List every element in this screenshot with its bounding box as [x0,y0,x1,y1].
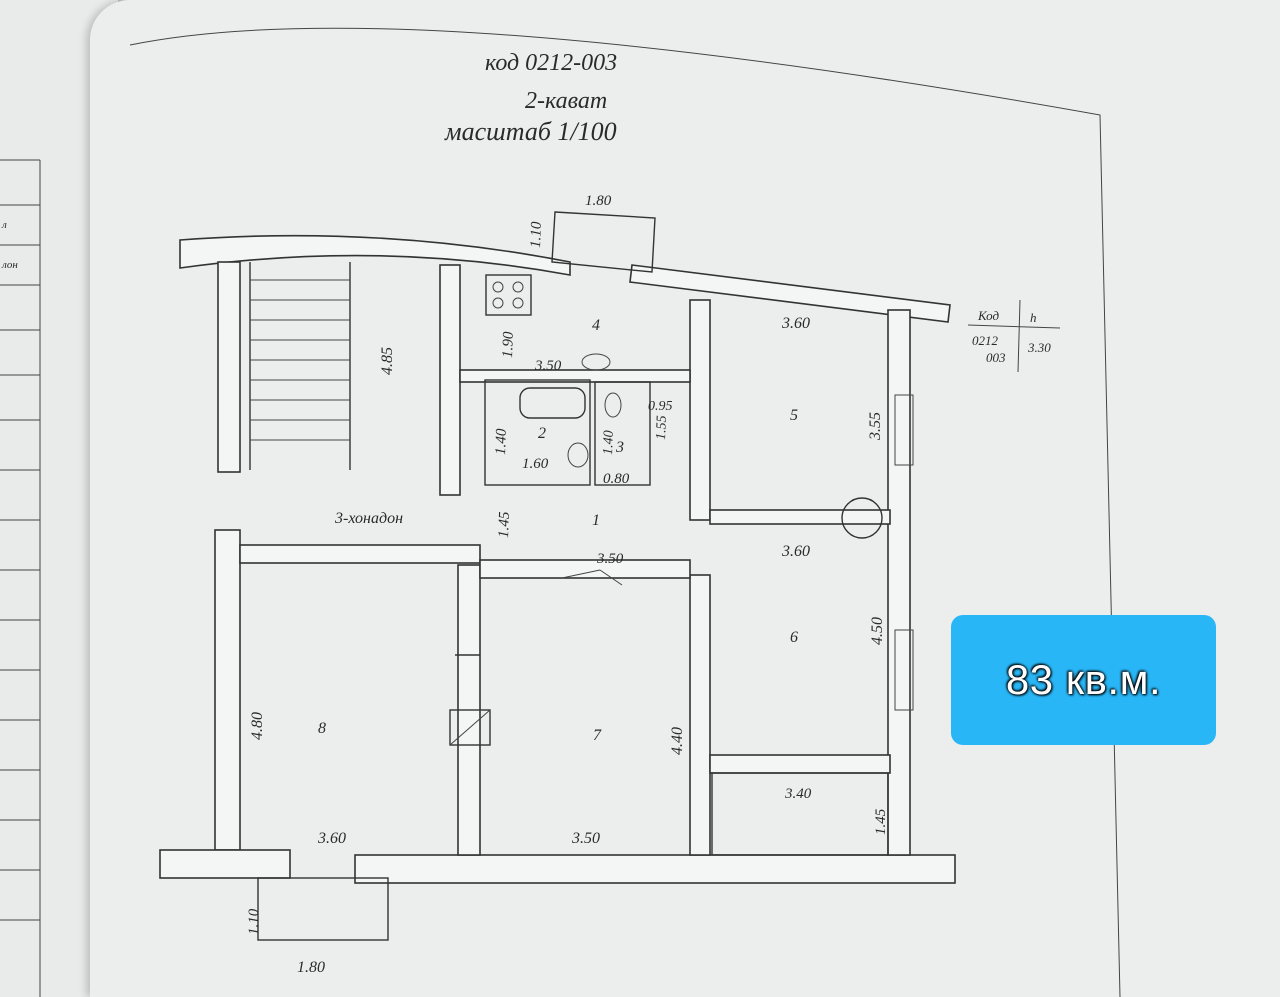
room-number-2: 2 [538,425,546,442]
staircase: 4.85 [249,262,396,470]
room-number-3: 3 [615,439,624,456]
floor-label: 2-кават [525,88,607,114]
dim-r8-width: 3.60 [317,830,346,847]
dim-r8-length: 4.80 [249,712,266,740]
dim-bottom-balcony-width: 1.80 [297,959,325,976]
dim-r7-width: 3.50 [571,830,600,847]
room-8: 8 4.80 3.60 [249,712,346,847]
room-4-kitchen: 4 1.90 3.50 [485,274,611,374]
dim-balcony-r-width: 3.40 [784,786,812,802]
side-line-2: лон [1,259,18,271]
dim-kitchen-depth: 1.90 [500,331,517,358]
top-balcony: 1.80 1.10 [528,193,656,273]
room-number-1: 1 [592,512,600,529]
apartment-label: 3-хонадон [334,510,403,527]
dim-r5-length: 3.55 [867,412,884,441]
bottom-balcony: 1.10 1.80 [246,877,389,976]
sheet-frame [129,27,1121,997]
dim-r6-width: 3.60 [781,543,810,560]
room-1-hall: 1 3-хонадон 1.45 3.50 [334,510,624,586]
table-code-2: 003 [986,350,1006,365]
plan-sheet [90,0,1280,997]
room-number-4: 4 [592,317,600,334]
scale-label: масштаб 1/100 [444,117,617,146]
dim-wc-width: 0.80 [603,471,630,487]
dim-bath-width: 1.60 [522,456,549,472]
room-number-7: 7 [593,727,602,744]
dim-wc-depth: 1.40 [601,430,617,455]
dim-hall-depth: 1.45 [496,511,513,538]
dim-stair-length: 4.85 [379,347,396,375]
dim-hall-width: 3.50 [596,551,624,567]
room-number-6: 6 [790,629,798,646]
exterior-walls [159,234,956,884]
balcony-right: 3.40 1.45 [711,772,889,856]
area-badge: 83 кв.м. [951,615,1216,745]
room-5: 3.60 5 3.55 [781,315,914,539]
plan-code: код 0212-003 [485,50,617,76]
side-line-1: л [1,219,7,231]
room-3-wc: 3 1.40 0.80 0.95 1.55 [594,381,673,487]
dim-r6-length: 4.50 [869,617,886,645]
dim-corridor-b: 1.55 [654,415,670,440]
dim-r5-width: 3.60 [781,315,810,332]
table-code-header: Код [977,308,999,323]
dim-r7-length: 4.40 [669,727,686,755]
dim-top-balcony-depth: 1.10 [528,221,545,248]
dim-corridor-a: 0.95 [648,399,673,414]
table-height: 3.30 [1027,340,1051,355]
dim-bottom-balcony-depth: 1.10 [246,908,262,935]
dim-bath-depth: 1.40 [493,428,510,455]
room-2-bathroom: 2 1.40 1.60 [484,379,591,486]
room-number-8: 8 [318,720,326,737]
dim-kitchen-width: 3.50 [534,358,562,374]
room-6: 3.60 6 4.50 [781,543,914,711]
left-sheet-table: л лон [0,159,41,997]
dim-top-balcony-width: 1.80 [585,193,612,209]
code-height-table: Код h 0212 003 3.30 [967,299,1061,373]
room-7: 7 4.40 3.50 [449,654,686,847]
table-code-1: 0212 [972,333,999,348]
table-h-header: h [1030,310,1037,325]
room-number-5: 5 [790,407,798,424]
dim-balcony-r-depth: 1.45 [873,808,889,835]
